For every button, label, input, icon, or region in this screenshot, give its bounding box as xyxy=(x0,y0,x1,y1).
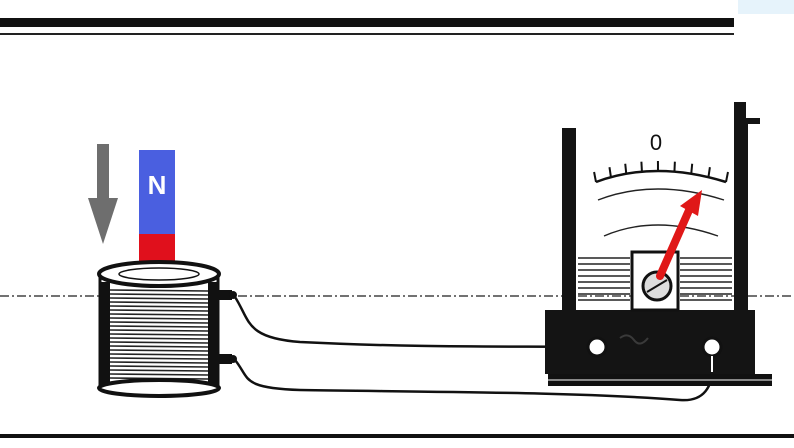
bar-magnet: N xyxy=(139,150,175,271)
solenoid-coil xyxy=(97,260,237,398)
galvanometer: 0 xyxy=(545,102,772,386)
galvanometer-terminals xyxy=(586,336,723,372)
meter-zero-label: 0 xyxy=(650,130,662,155)
magnet-north-pole xyxy=(139,150,175,234)
down-arrow-icon xyxy=(88,144,118,244)
meter-scale xyxy=(595,169,727,184)
meter-needle xyxy=(656,190,702,280)
magnet-north-label: N xyxy=(148,170,167,200)
top-frame-line xyxy=(0,0,794,35)
connecting-wires xyxy=(233,296,714,402)
